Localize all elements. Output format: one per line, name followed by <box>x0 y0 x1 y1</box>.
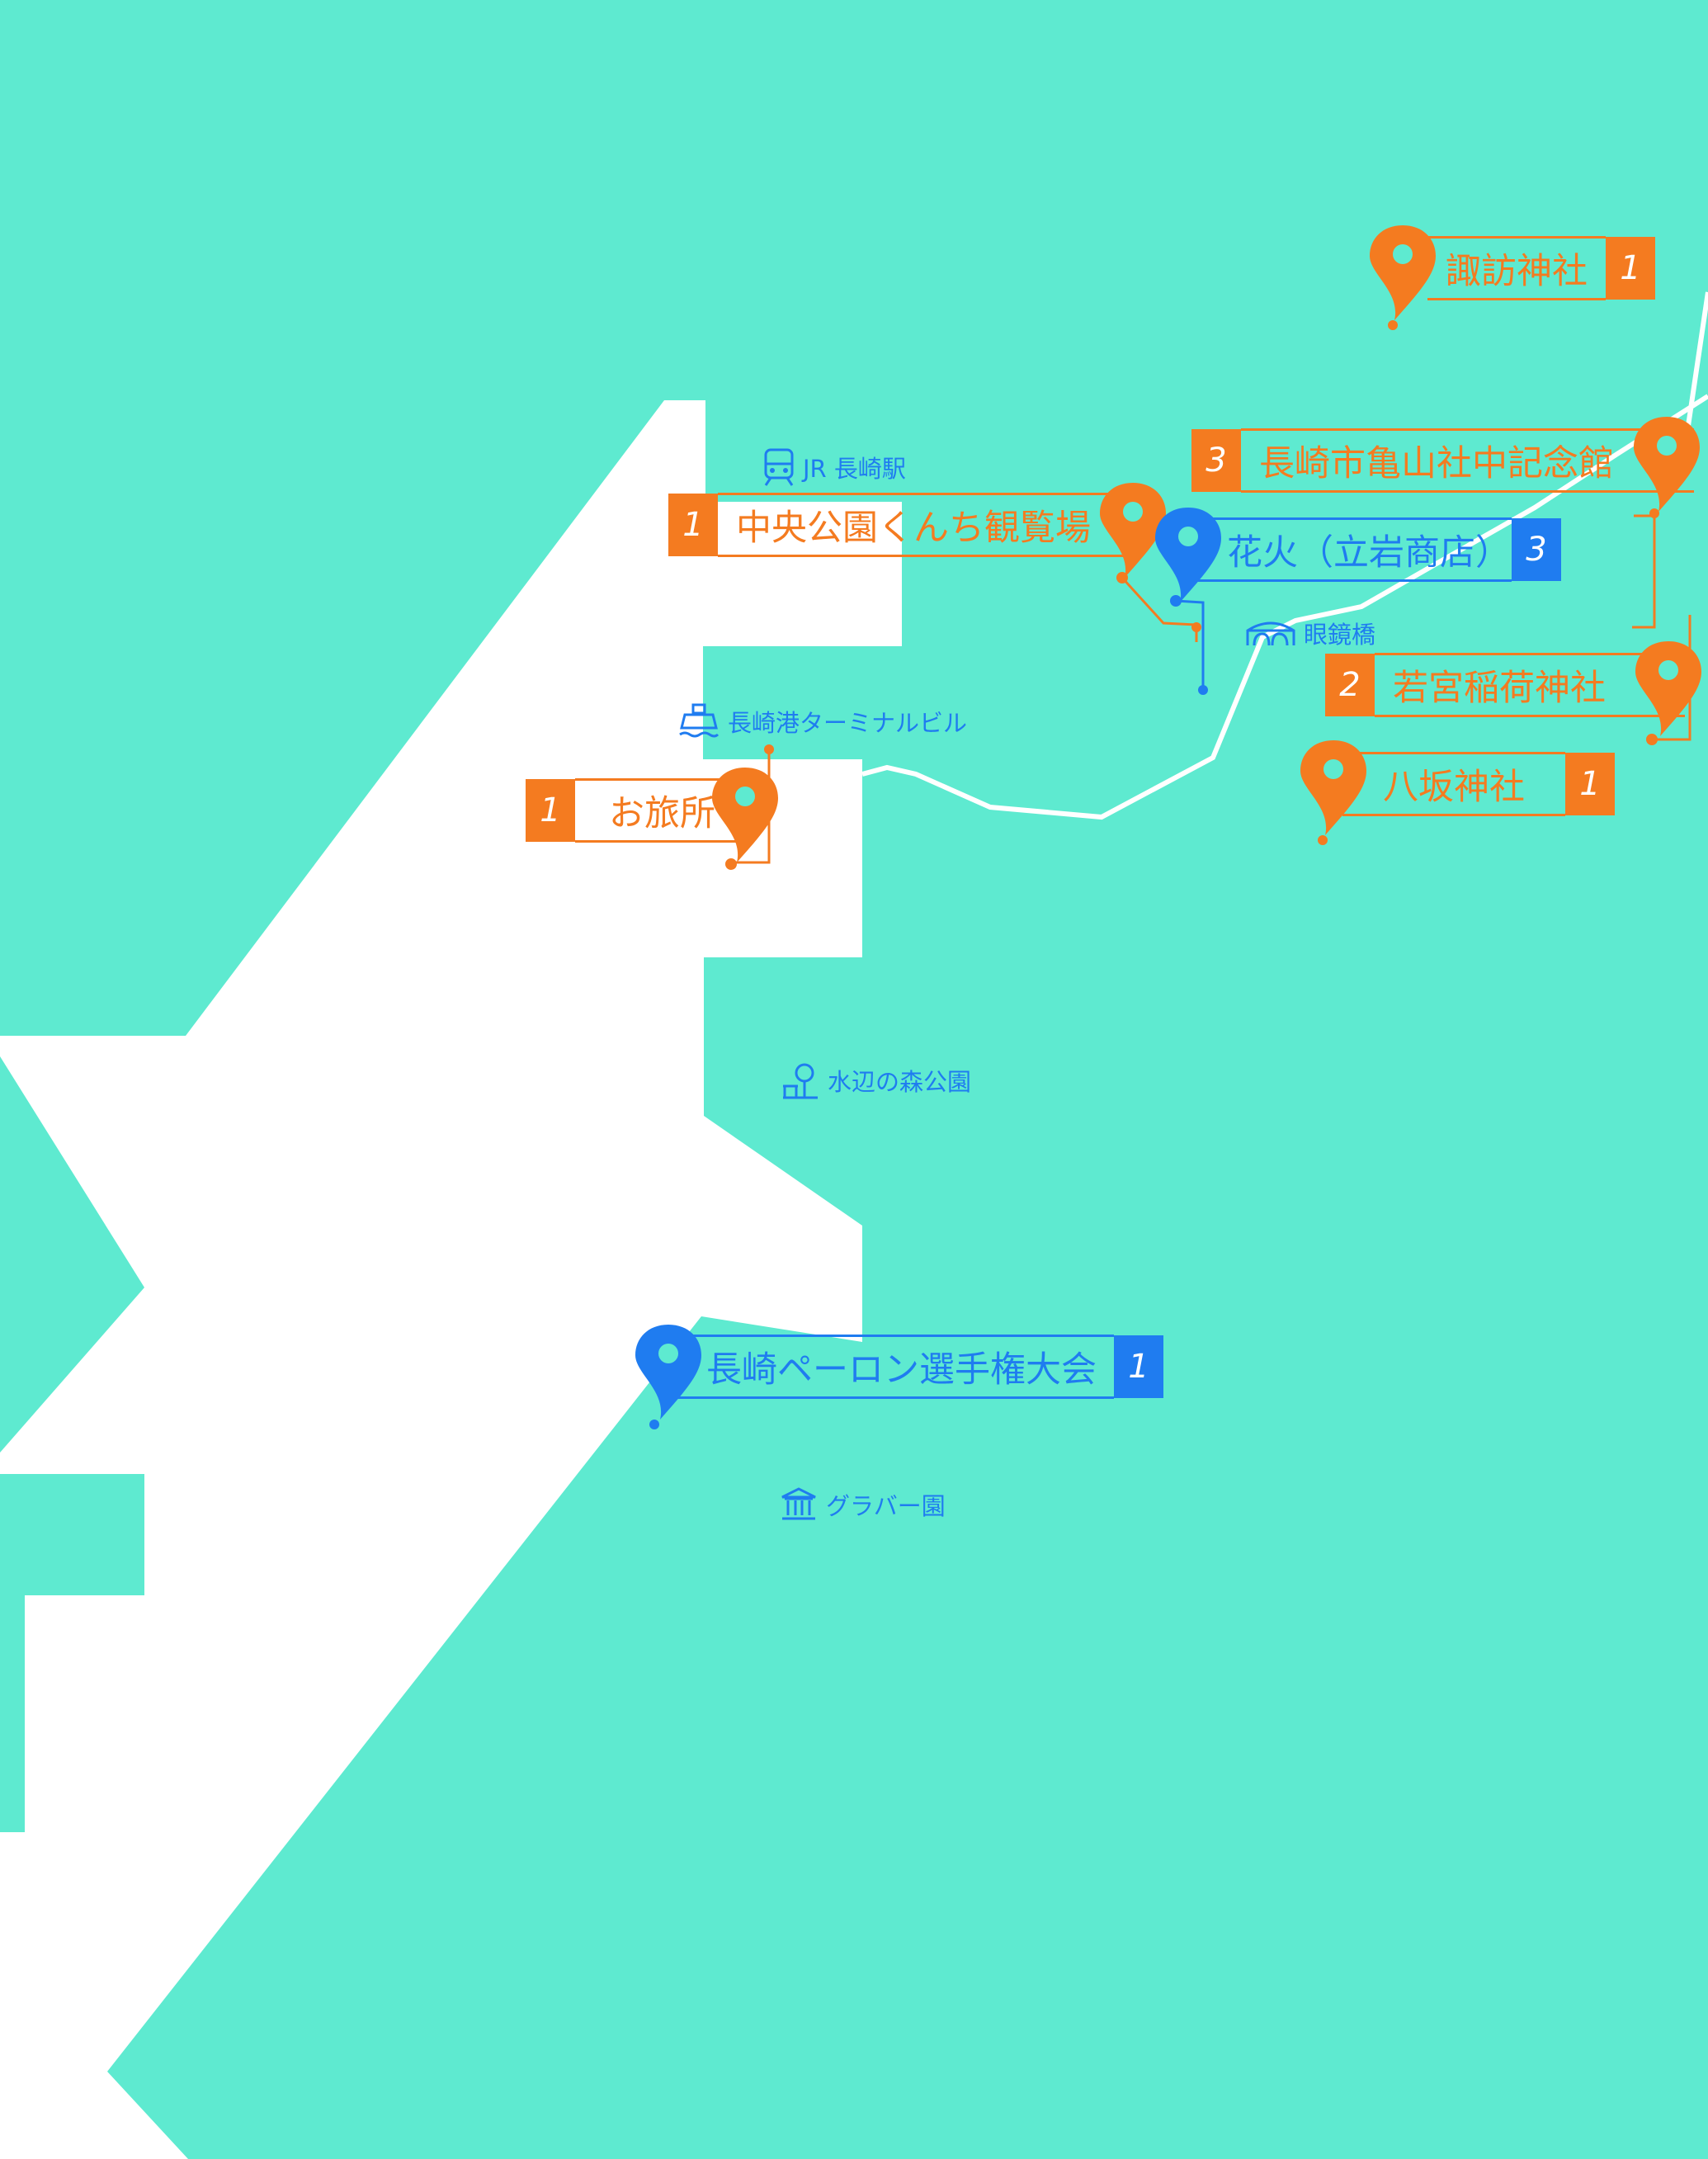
pin-icon <box>1100 483 1166 578</box>
spot-label-wakamiya-inari[interactable]: 2 若宮稲荷神社 <box>1325 653 1685 717</box>
spot-label-fireworks[interactable]: 花火（立岩商店） 3 <box>1197 517 1561 582</box>
river-line <box>861 394 1708 820</box>
spot-name: 諏訪神社 <box>1427 236 1606 300</box>
train-icon <box>764 448 794 486</box>
landmark-name: JR 長崎駅 <box>803 455 906 483</box>
spot-label-peron-championship[interactable]: 長崎ペーロン選手権大会 1 <box>677 1335 1163 1399</box>
pin-icon <box>635 1325 701 1429</box>
pin-icon <box>712 768 778 862</box>
land-area <box>0 400 902 2159</box>
count-badge: 3 <box>1512 518 1561 581</box>
pin-icon <box>1634 417 1700 512</box>
spot-name: 中央公園くんち観覧場 <box>718 493 1131 557</box>
landmark-name: 水辺の森公園 <box>828 1068 972 1096</box>
connector-dots <box>725 508 1659 870</box>
spot-name: 長崎市亀山社中記念館 <box>1241 428 1694 493</box>
landmark-name: 長崎港ターミナルビル <box>728 709 968 737</box>
count-badge: 1 <box>1565 753 1615 815</box>
bridge-icon <box>1246 621 1295 646</box>
spot-label-yasaka-shrine[interactable]: 八坂神社 1 <box>1342 752 1615 816</box>
landmark-name: 眼鏡橋 <box>1304 621 1376 649</box>
spot-label-suwa-shrine[interactable]: 諏訪神社 1 <box>1427 236 1655 300</box>
count-badge: 1 <box>668 494 718 556</box>
landmark-mizube-no-mori-park[interactable]: 水辺の森公園 <box>781 1061 971 1099</box>
pin-icon <box>1370 225 1436 330</box>
pin-icon <box>1635 641 1701 736</box>
count-badge: 1 <box>1114 1335 1163 1398</box>
landmark-meganebashi[interactable]: 眼鏡橋 <box>1246 616 1375 650</box>
count-badge: 1 <box>1606 237 1655 300</box>
spot-name: お旅所 <box>575 778 749 843</box>
spot-name: 若宮稲荷神社 <box>1375 653 1685 717</box>
spot-label-kameyama-shachu[interactable]: 3 長崎市亀山社中記念館 <box>1191 428 1694 493</box>
spot-label-chuo-park-viewing[interactable]: 1 中央公園くんち観覧場 <box>668 493 1131 557</box>
museum-icon <box>781 1487 816 1520</box>
count-badge: 3 <box>1191 429 1241 492</box>
spot-name: 長崎ペーロン選手権大会 <box>677 1335 1114 1399</box>
landmark-name: グラバー園 <box>826 1492 946 1520</box>
count-badge: 2 <box>1325 654 1375 716</box>
pin-icon <box>1155 508 1221 602</box>
landmark-jr-nagasaki-station[interactable]: JR 長崎駅 <box>763 447 906 487</box>
count-badge: 1 <box>526 779 575 842</box>
landmark-glover-garden[interactable]: グラバー園 <box>780 1487 946 1522</box>
spot-label-otabisho[interactable]: 1 お旅所 <box>526 778 749 843</box>
landmark-nagasaki-port-terminal[interactable]: 長崎港ターミナルビル <box>678 702 967 741</box>
pin-icon <box>1300 740 1366 845</box>
spot-name: 八坂神社 <box>1342 752 1565 816</box>
ship-icon <box>679 703 720 738</box>
spot-name: 花火（立岩商店） <box>1197 517 1512 582</box>
park-icon <box>783 1063 818 1099</box>
